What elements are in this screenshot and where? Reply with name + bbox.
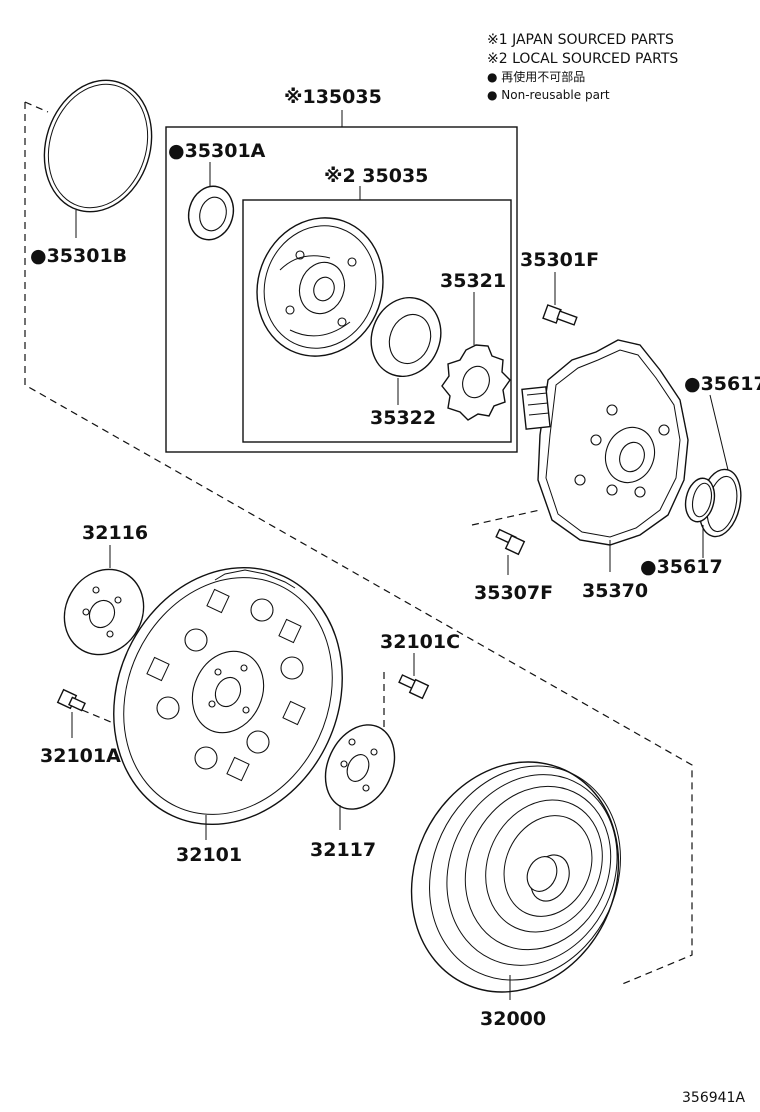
label-35322: 35322 [370, 407, 436, 429]
label-35301F: 35301F [520, 249, 599, 271]
oil-pump-body-box [242, 186, 512, 443]
oil-pump-body-kit-box [165, 110, 518, 453]
label-35035-inner: ※2 35035 [324, 165, 428, 187]
spacer-32116 [63, 568, 145, 656]
label-32101: 32101 [176, 844, 242, 866]
legend-japan-sourced: ※1 JAPAN SOURCED PARTS [487, 32, 674, 48]
driven-gear-35322 [370, 296, 442, 405]
seal-ring-35617 [684, 394, 742, 558]
bolt-35301F [542, 304, 578, 326]
o-ring-35301B [43, 79, 153, 238]
label-32116: 32116 [82, 522, 148, 544]
alignment-dashed-lines [24, 101, 693, 986]
bolt-35307F [471, 509, 541, 575]
label-32101A: 32101A [40, 745, 121, 767]
legend-local-sourced: ※2 LOCAL SOURCED PARTS [487, 51, 678, 67]
label-35617-top: ●35617 [684, 373, 760, 395]
label-35035-outer: ※135035 [284, 86, 382, 108]
drive-gear-35321 [441, 292, 511, 421]
label-35370: 35370 [582, 580, 648, 602]
label-32000: 32000 [480, 1008, 546, 1030]
spacer-32117 [324, 724, 396, 830]
oil-seal-35301A [187, 185, 235, 241]
label-32101C: 32101C [380, 631, 460, 653]
torque-converter-32000 [410, 761, 621, 1000]
oil-pump-assy-35370 [521, 339, 689, 572]
bolt-32101A [56, 688, 131, 738]
label-32117: 32117 [310, 839, 376, 861]
pump-body [256, 217, 384, 357]
label-35617-bottom: ●35617 [640, 556, 723, 578]
legend-non-reusable-jp: ● 再使用不可部品 [487, 69, 585, 84]
label-35301B: ●35301B [30, 245, 127, 267]
bolt-32101C [383, 672, 430, 741]
legend-non-reusable-en: ● Non-reusable part [487, 88, 610, 102]
label-35301A: ●35301A [168, 140, 266, 162]
label-35307F: 35307F [474, 582, 553, 604]
legend: ※1 JAPAN SOURCED PARTS ※2 LOCAL SOURCED … [487, 32, 678, 102]
drive-plate-32101 [113, 566, 343, 840]
figure-id: 356941A [682, 1090, 745, 1106]
label-35321: 35321 [440, 270, 506, 292]
